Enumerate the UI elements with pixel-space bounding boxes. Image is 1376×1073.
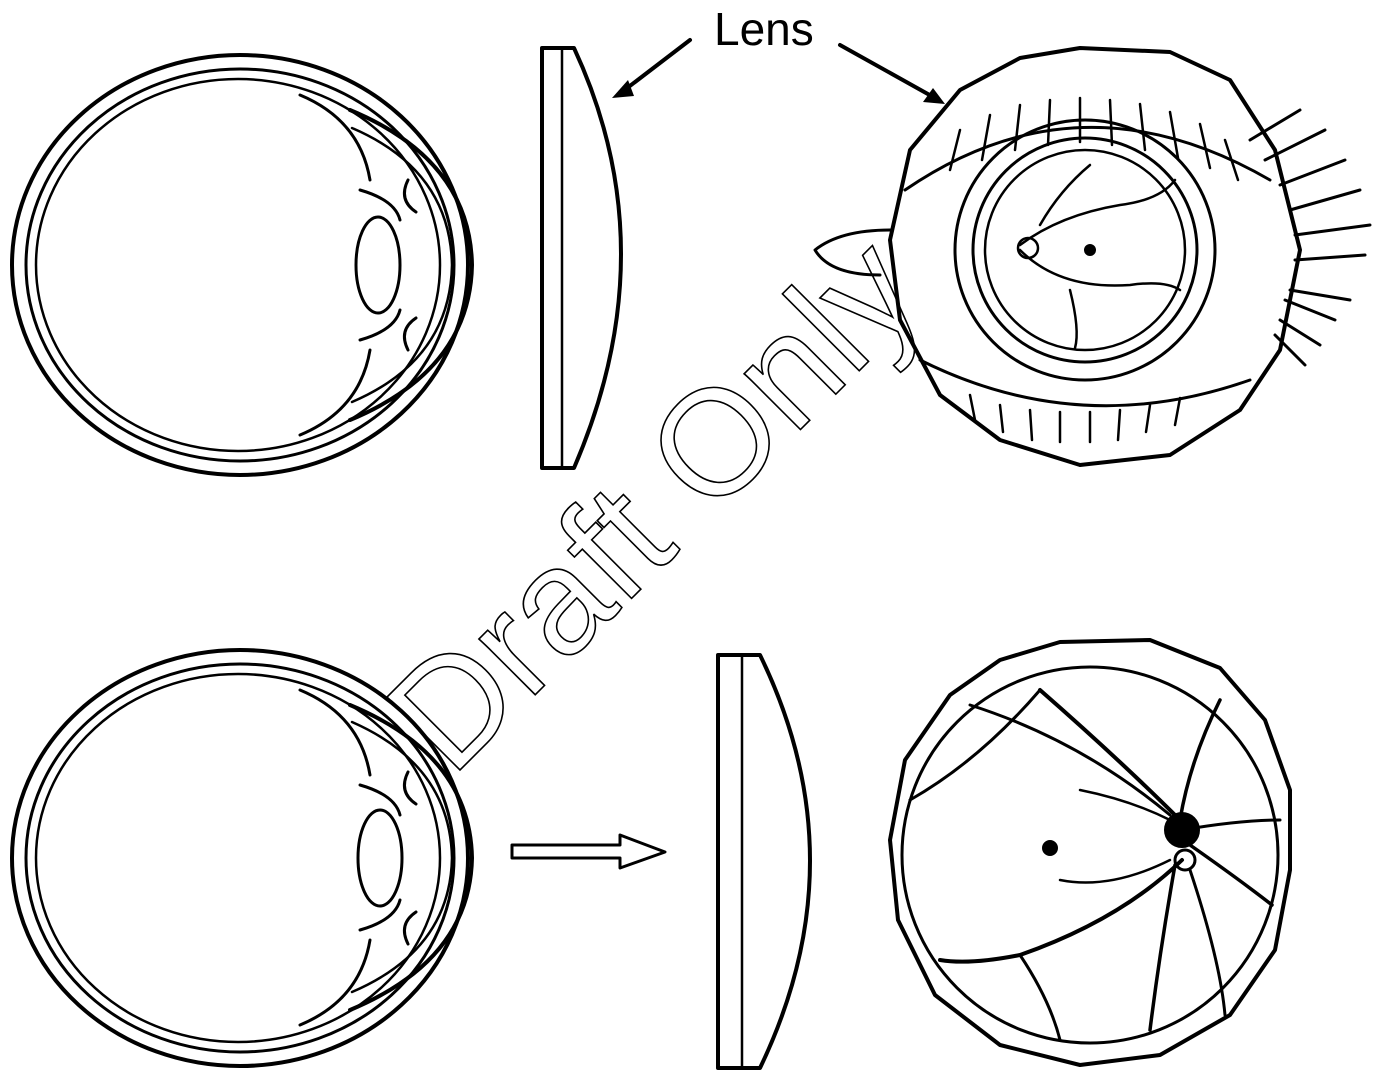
fundus-view-bottom bbox=[890, 640, 1290, 1065]
lens-label: Lens bbox=[714, 3, 814, 55]
lens-shape-top bbox=[542, 48, 621, 468]
draft-watermark: Draft Only bbox=[355, 205, 951, 801]
lens-label-group: Lens bbox=[612, 3, 945, 104]
direction-arrow bbox=[512, 835, 665, 868]
eye-front-view-top bbox=[815, 48, 1370, 465]
eye-cross-section-top bbox=[12, 55, 472, 475]
lens-shape-bottom bbox=[718, 655, 810, 1068]
watermark-text: Draft Only bbox=[355, 205, 951, 801]
pointer-arrow-right bbox=[840, 45, 935, 98]
pointer-arrow-left bbox=[622, 40, 690, 92]
